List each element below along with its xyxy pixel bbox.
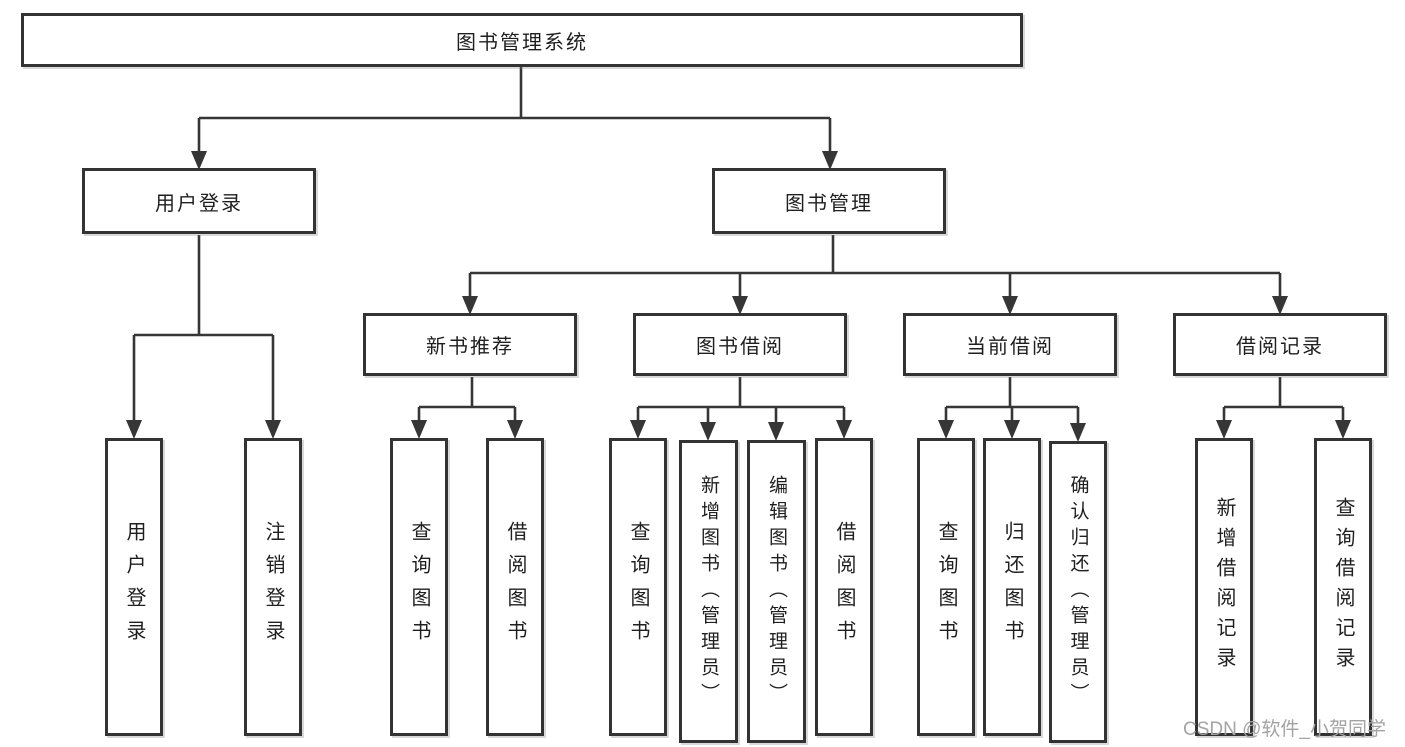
leaf-borrow-query-books: 查询图书 <box>609 438 667 736</box>
leaf-label: 查询图书 <box>935 521 957 653</box>
leaf-label: 查询图书 <box>408 521 430 653</box>
leaf-current-query-books: 查询图书 <box>917 438 975 736</box>
leaf-label: 注销登录 <box>262 521 284 653</box>
node-current-borrow: 当前借阅 <box>903 313 1117 376</box>
leaf-recommend-query-books: 查询图书 <box>390 438 448 736</box>
leaf-label: 查询借阅记录 <box>1332 497 1354 677</box>
leaf-add-book-admin: 新增图书（管理员） <box>679 440 738 743</box>
leaf-recommend-borrow-books: 借阅图书 <box>486 438 544 736</box>
leaf-edit-book-admin: 编辑图书（管理员） <box>747 440 806 743</box>
node-new-book-recommend: 新书推荐 <box>363 313 577 376</box>
node-borrow-records: 借阅记录 <box>1173 313 1387 376</box>
leaf-label: 借阅图书 <box>504 521 526 653</box>
leaf-query-borrow-record: 查询借阅记录 <box>1314 438 1372 736</box>
leaf-borrow-borrow-books: 借阅图书 <box>815 438 873 736</box>
leaf-user-login: 用户登录 <box>105 438 163 736</box>
node-library-system: 图书管理系统 <box>21 13 1023 67</box>
leaf-label: 新增借阅记录 <box>1213 497 1235 677</box>
csdn-watermark: CSDN @软件_小贺同学 <box>1183 719 1386 740</box>
leaf-label: 借阅图书 <box>833 521 855 653</box>
leaf-add-borrow-record: 新增借阅记录 <box>1195 438 1253 736</box>
leaf-label: 用户登录 <box>123 521 145 653</box>
leaf-label: 确认归还（管理员） <box>1067 475 1089 709</box>
leaf-label: 查询图书 <box>627 521 649 653</box>
leaf-label: 编辑图书（管理员） <box>766 474 787 709</box>
node-user-login: 用户登录 <box>82 168 316 234</box>
leaf-label: 新增图书（管理员） <box>698 474 719 709</box>
leaf-label: 归还图书 <box>1001 521 1023 653</box>
node-book-management: 图书管理 <box>712 168 946 234</box>
leaf-return-books: 归还图书 <box>983 438 1041 736</box>
leaf-confirm-return-admin: 确认归还（管理员） <box>1049 441 1107 743</box>
leaf-logout: 注销登录 <box>244 438 302 736</box>
node-book-borrow: 图书借阅 <box>633 313 847 376</box>
